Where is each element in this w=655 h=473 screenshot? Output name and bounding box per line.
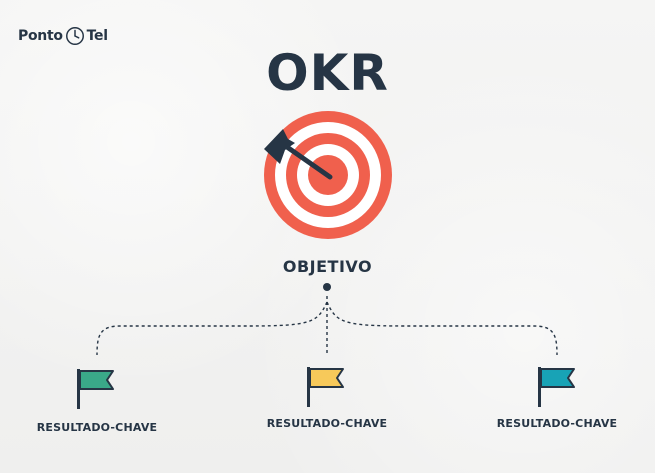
dart-shaft xyxy=(284,144,333,180)
clock-icon xyxy=(65,27,84,45)
key-result-label: RESULTADO-CHAVE xyxy=(266,417,388,430)
flag-fill xyxy=(540,368,575,388)
key-result-label: RESULTADO-CHAVE xyxy=(36,421,158,434)
key-result-label: RESULTADO-CHAVE xyxy=(496,417,618,430)
pontotel-logo: Ponto Tel xyxy=(18,25,108,47)
flag-fill xyxy=(309,368,344,388)
objective-node xyxy=(323,283,331,291)
logo-text-left: Ponto xyxy=(18,28,63,44)
flag-icon xyxy=(77,369,114,409)
connector-right xyxy=(326,301,558,356)
page-title: OKR xyxy=(266,44,389,102)
flag-icon xyxy=(307,367,344,407)
dart-fletching xyxy=(264,129,295,164)
flag-icon xyxy=(538,367,575,407)
connector-left xyxy=(96,301,328,356)
target-icon xyxy=(264,111,392,239)
logo-text-right: Tel xyxy=(86,28,108,44)
flag-fill xyxy=(79,370,114,390)
objective-label: OBJETIVO xyxy=(282,257,373,276)
